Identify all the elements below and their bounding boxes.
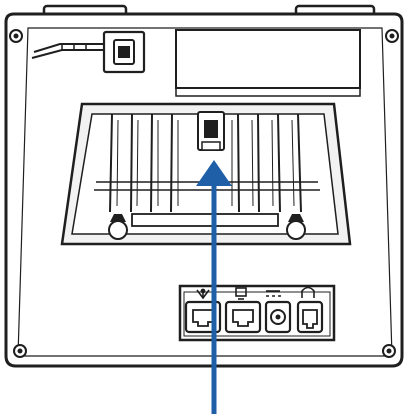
pc-port [224, 300, 262, 334]
headset-port [296, 300, 324, 334]
mount-clip-left [108, 214, 128, 240]
arrow-up-icon [196, 160, 232, 414]
power-port [264, 300, 292, 334]
headset-icon [301, 286, 315, 298]
screw-top-right [385, 29, 399, 43]
label-recess [175, 29, 361, 89]
handset-hook-switch [197, 111, 225, 151]
screw-bottom-right [382, 344, 396, 358]
handset-port [102, 30, 146, 74]
mount-clip-right [286, 214, 306, 240]
screw-bottom-left [13, 344, 27, 358]
handset-cord-channel [31, 43, 104, 59]
network-icon [196, 288, 210, 300]
computer-icon [235, 287, 247, 300]
screw-top-left [9, 29, 23, 43]
power-dc-icon [266, 290, 281, 297]
